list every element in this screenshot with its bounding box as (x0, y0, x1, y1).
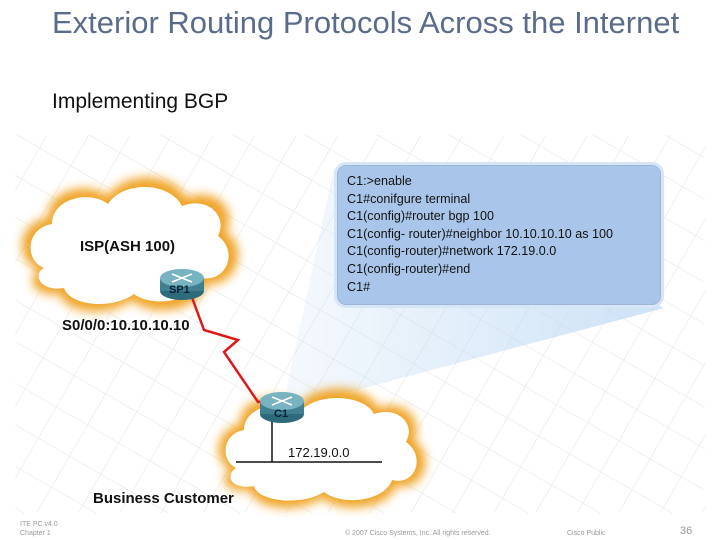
cli-line: C1# (347, 279, 371, 294)
cli-line: C1(config)#router bgp 100 (347, 209, 495, 224)
customer-network-label: 172.19.0.0 (288, 445, 350, 460)
footer-course: ITE PC v4.0 (20, 521, 58, 528)
sp1-router-label: SP1 (169, 284, 190, 296)
cli-line: C1(config-router)#network 172.19.0.0 (347, 244, 557, 259)
footer-classification: Cisco Public (567, 530, 606, 537)
footer-copyright: © 2007 Cisco Systems, Inc. All rights re… (345, 530, 491, 537)
c1-router-icon (260, 392, 304, 423)
slide-title: Exterior Routing Protocols Across the In… (52, 5, 680, 40)
cli-line: C1(config-router)#end (347, 261, 471, 276)
c1-router-label: C1 (274, 408, 289, 420)
page-number: 36 (680, 525, 693, 537)
slide-subtitle: Implementing BGP (52, 90, 229, 113)
isp-label: ISP(ASH 100) (80, 238, 176, 255)
serial-interface-label: S0/0/0:10.10.10.10 (62, 317, 190, 334)
footer-chapter: Chapter 1 (20, 530, 51, 537)
cli-line: C1#conifgure terminal (347, 191, 471, 206)
cli-line: C1:>enable (347, 174, 412, 188)
cli-callout: C1:>enable C1#conifgure terminal C1(conf… (334, 162, 664, 308)
sp1-router-icon (160, 269, 204, 300)
cli-line: C1(config- router)#neighbor 10.10.10.10 … (347, 226, 614, 241)
customer-label: Business Customer (93, 490, 234, 507)
